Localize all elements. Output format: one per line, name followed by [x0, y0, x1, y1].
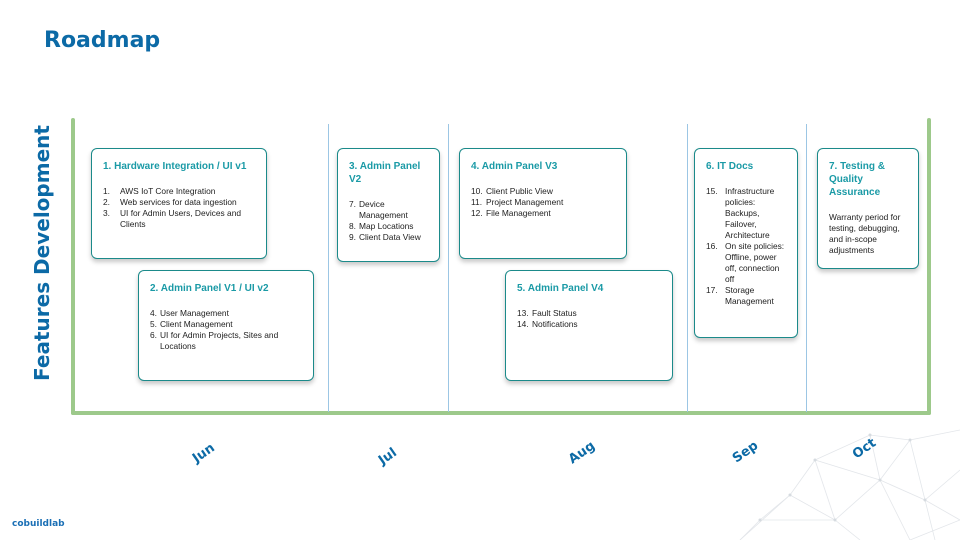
card-title: 3. Admin Panel V2 — [349, 161, 421, 185]
card-task-list: 7.Device Management 8.Map Locations 9.Cl… — [349, 199, 429, 243]
list-item: 9.Client Data View — [349, 232, 421, 242]
month-label-aug: Aug — [566, 438, 599, 468]
month-divider — [448, 124, 449, 412]
milestone-card-admin-panel-v1: 2. Admin Panel V1 / UI v2 4.User Managem… — [138, 270, 314, 381]
timeline-frame-left — [71, 118, 75, 415]
list-item: 15.Infrastructure policies: Backups, Fai… — [706, 186, 775, 240]
card-title: 1. Hardware Integration / UI v1 — [103, 161, 247, 172]
side-axis-label: Features Development — [30, 125, 54, 381]
month-divider — [687, 124, 688, 412]
list-item: 12.File Management — [471, 208, 551, 218]
card-title: 6. IT Docs — [706, 161, 754, 172]
list-item: 10.Client Public View — [471, 186, 553, 196]
list-item: 11.Project Management — [471, 197, 564, 207]
card-task-list: 13.Fault Status 14.Notifications — [517, 308, 662, 330]
list-item: 7.Device Management — [349, 199, 408, 220]
timeline-frame-bottom — [71, 411, 931, 415]
card-task-list: 15.Infrastructure policies: Backups, Fai… — [706, 186, 787, 307]
card-title: 4. Admin Panel V3 — [471, 161, 558, 172]
card-description: Warranty period for testing, debugging, … — [829, 212, 901, 255]
list-item: 13.Fault Status — [517, 308, 577, 318]
list-item: 4.User Management — [150, 308, 229, 318]
card-task-list: 10.Client Public View 11.Project Managem… — [471, 186, 616, 219]
milestone-card-hardware-integration: 1. Hardware Integration / UI v1 1.AWS Io… — [91, 148, 267, 259]
list-item: 3.UI for Admin Users, Devices and Client… — [103, 208, 242, 229]
brand-logo: cobuildlab — [12, 519, 65, 529]
month-label-jul: Jul — [376, 445, 400, 469]
card-title: 2. Admin Panel V1 / UI v2 — [150, 283, 269, 294]
card-title: 5. Admin Panel V4 — [517, 283, 604, 294]
list-item: 14.Notifications — [517, 319, 578, 329]
timeline-frame-right — [927, 118, 931, 415]
card-task-list: 4.User Management 5.Client Management 6.… — [150, 308, 303, 352]
list-item: 6.UI for Admin Projects, Sites and Locat… — [150, 330, 279, 351]
mesh-background-graphic — [739, 429, 960, 540]
list-item: 8.Map Locations — [349, 221, 414, 231]
milestone-card-admin-panel-v2: 3. Admin Panel V2 7.Device Management 8.… — [337, 148, 440, 262]
list-item: 16.On site policies: Offline, power off,… — [706, 241, 785, 284]
milestone-card-it-docs: 6. IT Docs 15.Infrastructure policies: B… — [694, 148, 798, 338]
card-task-list: 1.AWS IoT Core Integration 2.Web service… — [103, 186, 256, 230]
milestone-card-admin-panel-v4: 5. Admin Panel V4 13.Fault Status 14.Not… — [505, 270, 673, 381]
month-label-jun: Jun — [190, 440, 218, 467]
page-title: Roadmap — [44, 28, 161, 53]
month-divider — [806, 124, 807, 412]
list-item: 2.Web services for data ingestion — [103, 197, 237, 207]
list-item: 17.Storage Management — [706, 285, 774, 306]
list-item: 1.AWS IoT Core Integration — [103, 186, 216, 196]
milestone-card-admin-panel-v3: 4. Admin Panel V3 10.Client Public View … — [459, 148, 627, 259]
list-item: 5.Client Management — [150, 319, 233, 329]
card-title: 7. Testing & Quality Assurance — [829, 161, 885, 198]
month-divider — [328, 124, 329, 412]
milestone-card-testing-qa: 7. Testing & Quality Assurance Warranty … — [817, 148, 919, 269]
